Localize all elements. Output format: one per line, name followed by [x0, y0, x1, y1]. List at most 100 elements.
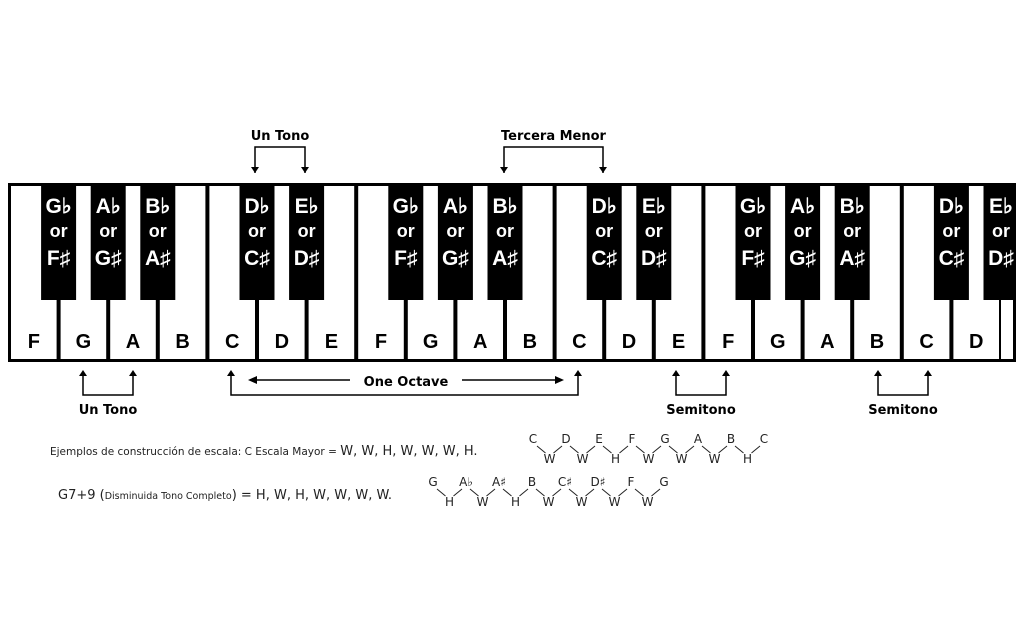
scale-interval: H [445, 495, 454, 509]
black-key-or: or [843, 221, 861, 241]
black-key-sharp: G♯ [442, 247, 469, 270]
scale-interval: H [611, 452, 620, 466]
interval-label: Un Tono [251, 129, 310, 144]
arrow-head [599, 167, 607, 173]
white-key-label: C [225, 331, 239, 353]
black-key-or: or [744, 221, 762, 241]
arrow-head [500, 167, 508, 173]
white-key-label: G [770, 331, 786, 353]
scale-interval: W [576, 495, 588, 509]
scale-interval: W [543, 495, 555, 509]
black-key [90, 183, 126, 300]
white-key-label: D [969, 331, 983, 353]
arrow-head [574, 370, 582, 376]
black-key [437, 183, 473, 300]
scale-interval: W [544, 452, 556, 466]
zigzag-line [652, 445, 662, 454]
interval-label: Semitono [666, 403, 736, 418]
scale-interval: W [709, 452, 721, 466]
scale-note: C♯ [558, 475, 572, 489]
black-key-label: D♭orC♯ [244, 195, 270, 270]
interval-label: Un Tono [79, 403, 138, 418]
black-key-flat: B♭ [492, 195, 517, 218]
zigzag-line [535, 488, 545, 497]
black-key-flat: G♭ [740, 195, 766, 218]
arrow-head [129, 370, 137, 376]
black-key [983, 183, 1016, 300]
zigzag-line [569, 445, 579, 454]
black-key-sharp: D♯ [641, 247, 667, 270]
black-key-label: G♭orF♯ [45, 195, 71, 270]
black-key-sharp: A♯ [145, 247, 171, 270]
white-key-label: B [175, 331, 189, 353]
white-key-label: F [375, 331, 387, 353]
white-key-label: D [622, 331, 636, 353]
scale-note: A♭ [459, 475, 473, 489]
white-key-label: G [423, 331, 439, 353]
scale-interval: W [609, 495, 621, 509]
major-scale-steps: W, W, H, W, W, W, H. [340, 444, 478, 459]
dim-scale-steps: H, W, H, W, W, W, W. [255, 488, 392, 503]
black-key-flat: A♭ [443, 195, 468, 218]
arrow-head [924, 370, 932, 376]
black-key-label: D♭orC♯ [939, 195, 965, 270]
zigzag-line [552, 488, 562, 497]
scale-interval: W [643, 452, 655, 466]
scale-note: G [428, 475, 437, 489]
black-key-sharp: F♯ [47, 247, 71, 270]
interval-label: Tercera Menor [501, 129, 607, 144]
interval-bracket [503, 146, 604, 173]
zigzag-line [718, 445, 728, 454]
dim-scale-eq: ) = [231, 488, 256, 503]
zigzag-line [568, 488, 578, 497]
zigzag-line [685, 445, 695, 454]
scale-note: A [694, 432, 703, 446]
scale-note: E [595, 432, 603, 446]
black-key-flat: G♭ [393, 195, 419, 218]
black-key-or: or [99, 221, 117, 241]
scale-note: D [561, 432, 570, 446]
black-key [785, 183, 821, 300]
black-key-sharp: D♯ [294, 247, 320, 270]
white-key-label: E [325, 331, 338, 353]
black-key [586, 183, 622, 300]
scale-interval: W [676, 452, 688, 466]
black-key [239, 183, 275, 300]
zigzag-line [536, 445, 546, 454]
scale-note: F [628, 475, 635, 489]
black-key-flat: B♭ [145, 195, 170, 218]
zigzag-line [469, 488, 479, 497]
black-key [735, 183, 771, 300]
black-key-flat: E♭ [295, 195, 319, 218]
black-key-label: B♭orA♯ [492, 195, 518, 270]
white-key-label: F [722, 331, 734, 353]
interval-label: Semitono [868, 403, 938, 418]
black-key-sharp: G♯ [95, 247, 122, 270]
black-key [636, 183, 672, 300]
white-key-label: F [28, 331, 40, 353]
zigzag-line [618, 488, 628, 497]
zigzag-line [701, 445, 711, 454]
black-key [140, 183, 176, 300]
octave-bracket [230, 372, 579, 396]
black-key [289, 183, 325, 300]
scale-note: C [529, 432, 537, 446]
zigzag-line [601, 488, 611, 497]
dim-scale-subtitle: Disminuida Tono Completo [104, 491, 232, 502]
zigzag-line [651, 488, 661, 497]
black-key-flat: D♭ [244, 195, 269, 218]
scale-note: D♯ [590, 475, 605, 489]
black-key-or: or [149, 221, 167, 241]
major-scale-prefix: Ejemplos de construcción de escala: C Es… [50, 446, 341, 458]
black-key-or: or [397, 221, 415, 241]
white-key-label: E [672, 331, 685, 353]
black-key-or: or [50, 221, 68, 241]
black-key-label: B♭orA♯ [839, 195, 865, 270]
black-key-flat: E♭ [642, 195, 666, 218]
black-key-sharp: C♯ [244, 247, 270, 270]
black-key-or: or [645, 221, 663, 241]
zigzag-line [635, 445, 645, 454]
zigzag-line [734, 445, 744, 454]
